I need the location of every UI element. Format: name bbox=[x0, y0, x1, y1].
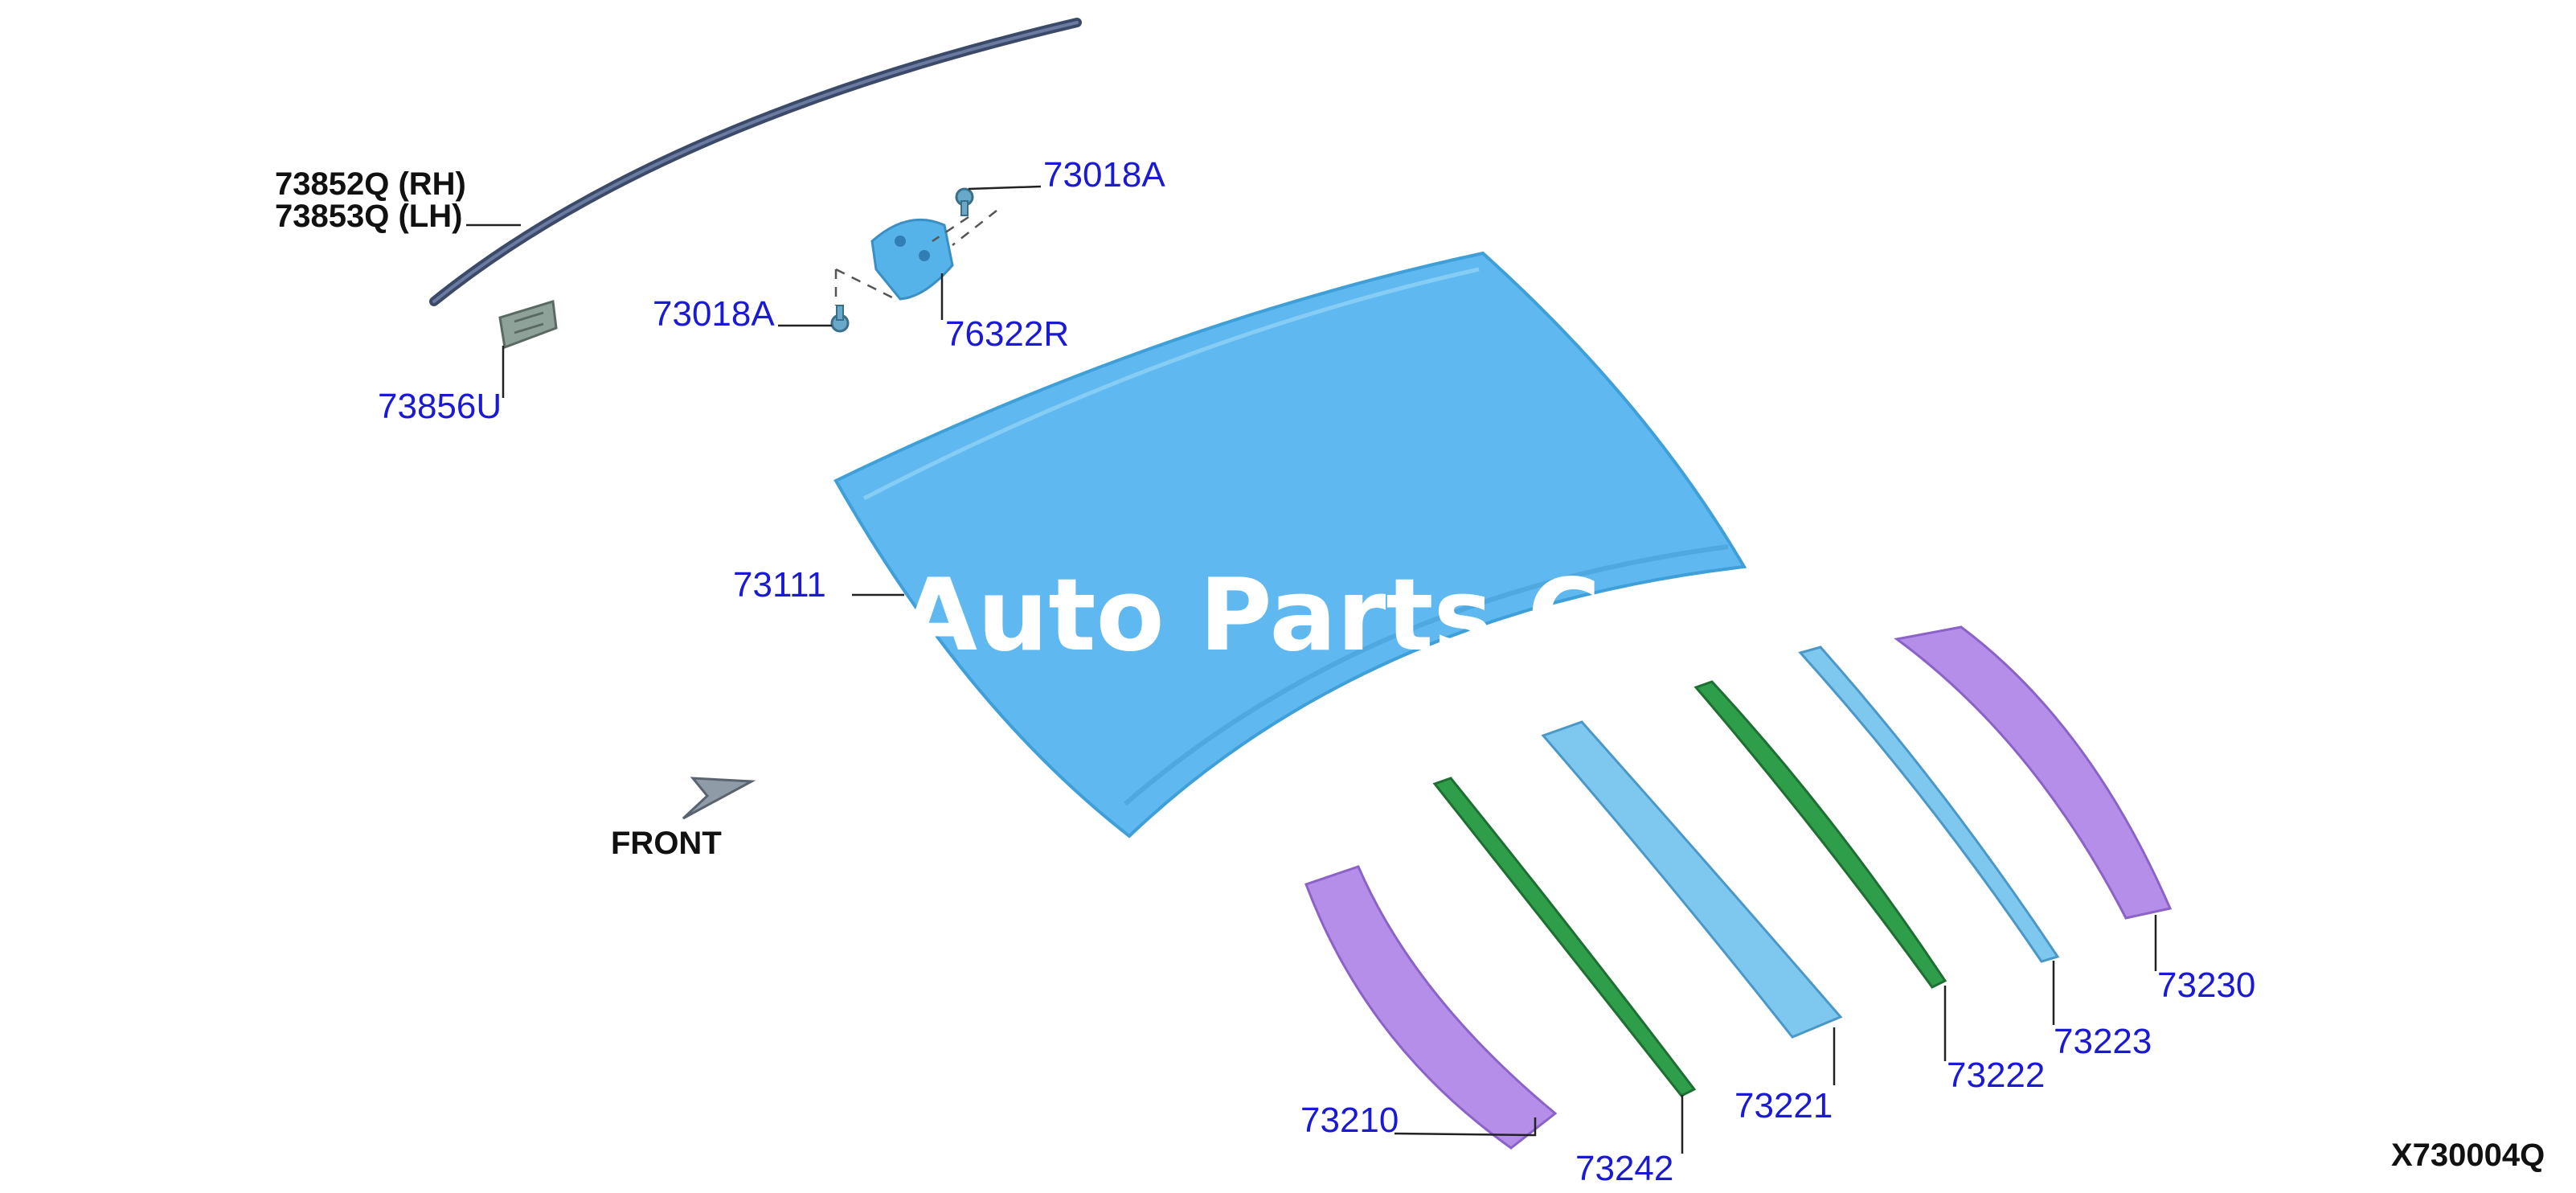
watermark: Auto Parts Catal bbox=[900, 558, 1817, 674]
bolt-lower[interactable] bbox=[830, 305, 850, 333]
label-rail-73230: 73230 bbox=[2157, 965, 2255, 1005]
label-rail-73242: 73242 bbox=[1575, 1149, 1673, 1188]
label-roof-molding-rh: 73852Q (RH) bbox=[275, 166, 466, 202]
leader-bolt-upper bbox=[968, 185, 1042, 191]
clip-part[interactable] bbox=[498, 300, 558, 350]
label-clip: 73856U bbox=[378, 387, 502, 426]
label-roof-panel: 73111 bbox=[733, 565, 826, 605]
label-rail-73223: 73223 bbox=[2054, 1022, 2152, 1061]
bolt-upper[interactable] bbox=[955, 187, 974, 216]
label-front: FRONT bbox=[611, 826, 722, 861]
label-rail-73210: 73210 bbox=[1300, 1101, 1399, 1140]
label-rail-73222: 73222 bbox=[1947, 1056, 2045, 1095]
roof-rail-73242[interactable] bbox=[1432, 777, 1697, 1097]
roof-molding[interactable] bbox=[429, 18, 1082, 306]
bracket-part[interactable] bbox=[870, 218, 954, 301]
label-bracket: 76322R bbox=[945, 314, 1069, 354]
assembly-dash-lines bbox=[834, 210, 997, 305]
front-arrow-icon bbox=[682, 777, 756, 820]
label-rail-73221: 73221 bbox=[1734, 1086, 1833, 1125]
roof-rail-73222[interactable] bbox=[1693, 680, 1947, 989]
roof-rail-73230[interactable] bbox=[1894, 625, 2173, 920]
roof-rail-73210[interactable] bbox=[1304, 865, 1558, 1150]
roof-rail-73221[interactable] bbox=[1541, 720, 1843, 1039]
roof-rail-73223[interactable] bbox=[1798, 646, 2060, 963]
label-bolt-upper: 73018A bbox=[1043, 155, 1165, 195]
label-bolt-lower: 73018A bbox=[653, 294, 775, 334]
roof-panel[interactable] bbox=[833, 251, 1747, 838]
label-roof-molding-lh: 73853Q (LH) bbox=[275, 199, 462, 234]
diagram-code: X730004Q bbox=[2391, 1138, 2545, 1173]
leader-rail-73210 bbox=[1394, 1117, 1537, 1137]
